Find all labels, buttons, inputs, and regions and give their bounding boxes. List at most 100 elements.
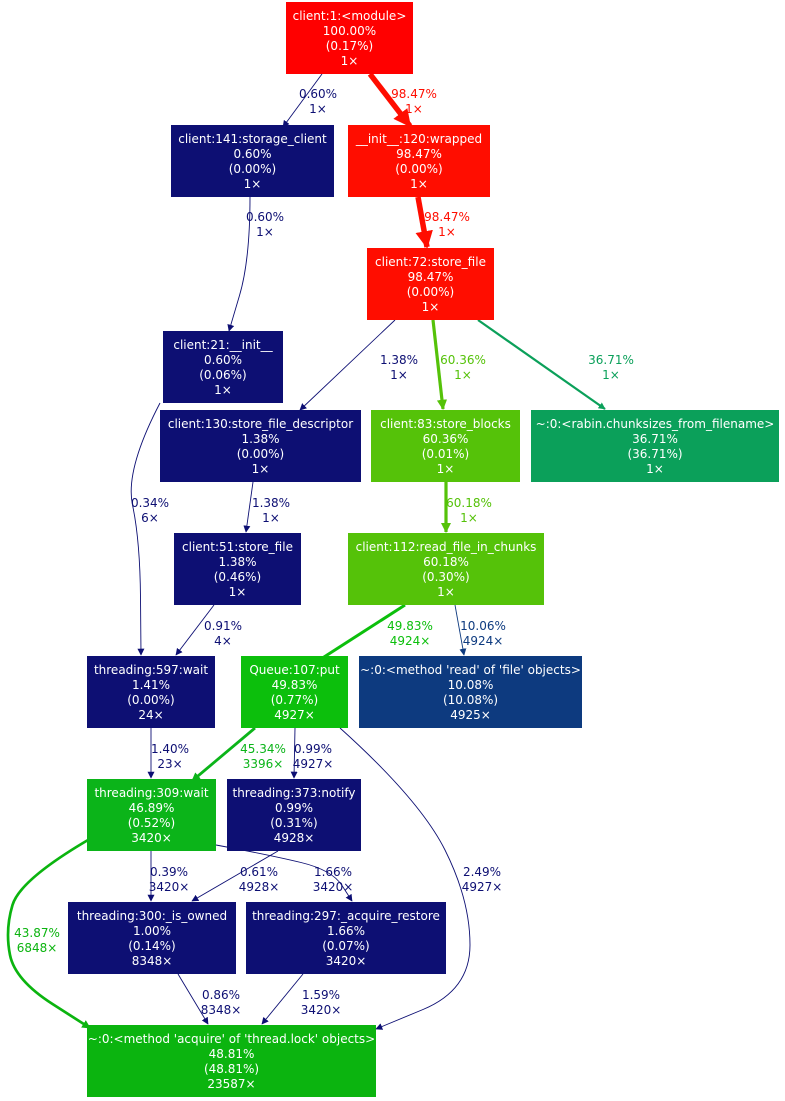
node-total-percent: 36.71% <box>632 432 678 446</box>
node-self-percent: (0.30%) <box>422 570 469 584</box>
node-function-name: ~:0:<method 'read' of 'file' objects> <box>360 663 581 677</box>
node-total-percent: 0.60% <box>204 353 242 367</box>
node-function-name: __init__:120:wrapped <box>355 132 482 146</box>
node-read_method: ~:0:<method 'read' of 'file' objects>10.… <box>359 656 582 728</box>
node-self-percent: (0.01%) <box>422 447 469 461</box>
node-self-percent: (0.00%) <box>127 693 174 707</box>
edge-store_blocks-read_file_in_chunks: 60.18%1× <box>440 482 492 534</box>
edge-is_owned300-lock_acquire: 0.86%8348× <box>177 973 242 1025</box>
edge-line <box>415 196 433 249</box>
edge-percent-label: 0.61% <box>240 865 278 879</box>
edge-calls-label: 4927× <box>293 757 334 771</box>
node-self-percent: (0.14%) <box>128 939 175 953</box>
edge-percent-label: 60.18% <box>446 496 492 510</box>
node-self-percent: (0.07%) <box>322 939 369 953</box>
edge-calls-label: 8348× <box>201 1003 242 1017</box>
edge-calls-label: 6848× <box>17 941 58 955</box>
edge-percent-label: 1.40% <box>151 742 189 756</box>
node-call-count: 1× <box>410 177 428 191</box>
edge-acquire_restore297-lock_acquire: 1.59%3420× <box>261 973 341 1025</box>
node-self-percent: (10.08%) <box>443 693 498 707</box>
node-total-percent: 46.89% <box>129 801 175 815</box>
edge-percent-label: 0.34% <box>131 496 169 510</box>
edge-line <box>177 973 209 1025</box>
edge-wait309-lock_acquire: 43.87%6848× <box>6 838 91 1030</box>
edge-wait309-is_owned300: 0.39%3420× <box>147 851 189 902</box>
node-function-name: threading:297:_acquire_restore <box>252 909 440 923</box>
edge-calls-label: 4927× <box>462 880 503 894</box>
node-self-percent: (0.77%) <box>271 693 318 707</box>
node-function-name: Queue:107:put <box>249 663 340 677</box>
node-self-percent: (48.81%) <box>204 1062 259 1076</box>
edge-notify373-is_owned300: 0.61%4928× <box>191 850 279 902</box>
node-module: client:1:<module>100.00%(0.17%)1× <box>286 2 413 74</box>
node-box <box>531 410 779 482</box>
edge-percent-label: 10.06% <box>460 619 506 633</box>
edge-wait309-acquire_restore297: 1.66%3420× <box>215 844 354 902</box>
node-box <box>68 902 236 974</box>
node-box <box>348 533 544 605</box>
node-self-percent: (0.00%) <box>407 285 454 299</box>
node-total-percent: 60.36% <box>423 432 469 446</box>
edge-percent-label: 0.60% <box>299 87 337 101</box>
edge-read_file_in_chunks-read_method: 10.06%4924× <box>454 604 506 656</box>
edge-line <box>191 850 279 902</box>
edge-calls-label: 1× <box>454 368 472 382</box>
node-box <box>367 248 494 320</box>
node-total-percent: 10.08% <box>448 678 494 692</box>
edge-calls-label: 1× <box>405 102 423 116</box>
node-total-percent: 1.41% <box>132 678 170 692</box>
node-call-count: 1× <box>252 462 270 476</box>
node-self-percent: (0.00%) <box>395 162 442 176</box>
node-total-percent: 98.47% <box>396 147 442 161</box>
edge-store_file72-store_file_descriptor: 1.38%1× <box>299 319 418 411</box>
node-box <box>227 779 361 851</box>
edge-module-wrapped: 98.47%1× <box>367 72 437 128</box>
node-call-count: 1× <box>422 300 440 314</box>
node-box <box>87 779 216 851</box>
node-rabin: ~:0:<rabin.chunksizes_from_filename>36.7… <box>531 410 779 482</box>
node-self-percent: (36.71%) <box>627 447 682 461</box>
node-call-count: 23587× <box>207 1077 255 1091</box>
edge-queue_put-wait309: 45.34%3396× <box>191 726 286 783</box>
node-self-percent: (0.17%) <box>326 39 373 53</box>
node-call-count: 1× <box>214 383 232 397</box>
node-call-count: 3420× <box>131 831 172 845</box>
node-function-name: client:130:store_file_descriptor <box>168 417 353 431</box>
edge-percent-label: 36.71% <box>588 353 634 367</box>
edge-calls-label: 1× <box>460 511 478 525</box>
edge-read_file_in_chunks-queue_put: 49.83%4924× <box>309 603 433 668</box>
node-box <box>359 656 582 728</box>
edge-percent-label: 49.83% <box>387 619 433 633</box>
node-call-count: 8348× <box>132 954 173 968</box>
node-self-percent: (0.00%) <box>237 447 284 461</box>
edge-calls-label: 1× <box>262 511 280 525</box>
node-function-name: ~:0:<method 'acquire' of 'thread.lock' o… <box>88 1032 375 1046</box>
edge-line <box>6 838 91 1030</box>
node-function-name: client:141:storage_client <box>178 132 327 146</box>
edge-calls-label: 6× <box>141 511 159 525</box>
edge-calls-label: 3420× <box>313 880 354 894</box>
edge-percent-label: 1.38% <box>252 496 290 510</box>
node-function-name: threading:597:wait <box>94 663 208 677</box>
node-call-count: 1× <box>646 462 664 476</box>
edge-storage_client-init21: 0.60%1× <box>227 196 284 332</box>
node-box <box>174 533 301 605</box>
node-call-count: 1× <box>437 462 455 476</box>
edge-percent-label: 0.99% <box>294 742 332 756</box>
node-box <box>286 2 413 74</box>
node-function-name: threading:300:_is_owned <box>77 909 227 923</box>
edge-line <box>261 973 304 1025</box>
edges-layer: 0.60%1×98.47%1×0.60%1×98.47%1×1.38%1×60.… <box>6 72 634 1030</box>
node-box <box>163 331 283 403</box>
node-lock_acquire: ~:0:<method 'acquire' of 'thread.lock' o… <box>87 1025 376 1097</box>
edge-percent-label: 43.87% <box>14 926 60 940</box>
edge-line <box>339 727 471 1030</box>
node-total-percent: 1.66% <box>327 924 365 938</box>
node-self-percent: (0.00%) <box>229 162 276 176</box>
edge-store_file_descriptor-store_file51: 1.38%1× <box>243 481 290 533</box>
node-self-percent: (0.52%) <box>128 816 175 830</box>
nodes-layer: client:1:<module>100.00%(0.17%)1× client:… <box>68 2 779 1097</box>
